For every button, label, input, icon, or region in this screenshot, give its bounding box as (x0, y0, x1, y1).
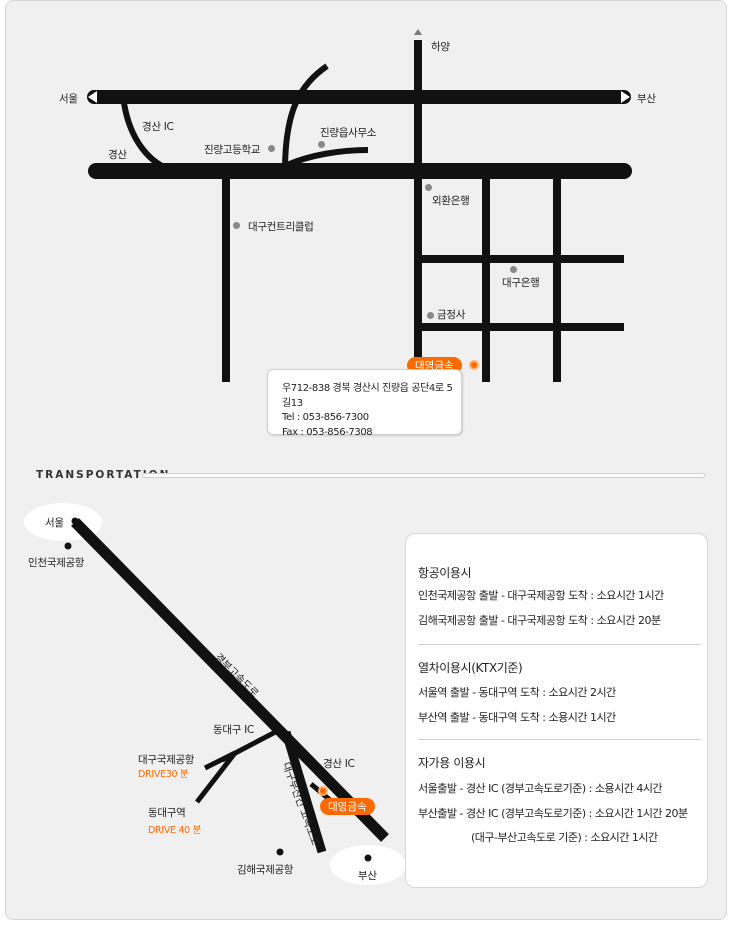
geumjeongsa-marker (427, 312, 434, 319)
curved-road-2 (285, 147, 369, 168)
incheon-dot (64, 542, 72, 550)
dongdaegu-station-label: 동대구역 (148, 807, 186, 819)
train-line-1: 서울역 출발 - 동대구역 도착 : 소요시간 2시간 (418, 686, 616, 699)
exchange-bank-marker (425, 184, 432, 191)
address-fax: Fax : 053-856-7308 (282, 426, 373, 438)
air-line-2: 김해국제공항 출발 - 대구국제공항 도착 : 소요시간 20분 (418, 614, 661, 627)
info-divider-1 (418, 644, 701, 645)
transportation-title: TRANSPORTATION (36, 469, 171, 481)
highway-left-arrow (88, 91, 97, 103)
address-tel: Tel : 053-856-7300 (282, 412, 369, 423)
north-arrow-icon (414, 29, 422, 35)
exchange-bank-label: 외환은행 (432, 195, 470, 207)
busan-dot (364, 854, 372, 862)
transport-busan-label: 부산 (358, 870, 377, 882)
transport-company-marker (318, 786, 328, 796)
gyeongsan-ic-label: 경산 IC (142, 121, 174, 133)
busan-ellipse (330, 845, 406, 885)
highway-right-arrow (621, 91, 630, 103)
dongdaegu-ic-label: 동대구 IC (213, 724, 254, 736)
address-line: 우712-838 경북 경산시 진량읍 공단4로 5길13 (282, 383, 453, 409)
gyeongsan-label: 경산 (108, 149, 127, 161)
dongdaegu-station-drive: DRIVE 40 분 (148, 825, 202, 836)
car-heading: 자가용 이용시 (418, 756, 486, 770)
company-badge-bottom[interactable]: 대영금속 (320, 798, 375, 815)
country-club-label: 대구컨트리클럽 (248, 221, 314, 233)
airport-link-road (203, 750, 237, 771)
car-line-2: 부산출발 - 경산 IC (경부고속도로기준) : 소요시간 1시간 20분 (418, 807, 688, 820)
jinryang-school-label: 진량고등학교 (204, 144, 261, 156)
jinryang-school-marker (268, 145, 275, 152)
air-line-1: 인천국제공항 출발 - 대구국제공항 도착 : 소요시간 1시간 (418, 589, 664, 602)
transport-gyeongsan-ic-label: 경산 IC (323, 758, 355, 770)
daegu-busan-expressway-road (281, 730, 327, 854)
jinryang-office-label: 진량읍사무소 (320, 127, 377, 139)
incheon-airport-label: 인천국제공항 (28, 557, 85, 569)
geumjeongsa-label: 금정사 (437, 309, 466, 321)
busan-label: 부산 (637, 93, 656, 105)
car-line-3: (대구-부산고속도로 기준) : 소요시간 1시간 (471, 831, 658, 844)
transport-seoul-label: 서울 (45, 517, 64, 529)
daegu-bank-marker (510, 266, 517, 273)
country-club-marker (233, 222, 240, 229)
seoul-label: 서울 (59, 93, 78, 105)
station-link-road (195, 751, 237, 804)
gimhae-dot (276, 848, 284, 856)
curved-road-1 (282, 63, 329, 172)
gyeongbu-expressway-road (71, 518, 389, 842)
train-heading: 열차이용시(KTX기준) (418, 661, 523, 675)
daegu-airport-drive: DRIVE30 분 (138, 769, 189, 780)
daegu-bank-label: 대구은행 (502, 277, 540, 289)
train-line-2: 부산역 출발 - 동대구역 도착 : 소용시간 1시간 (418, 711, 616, 724)
hayang-label: 하양 (431, 41, 450, 53)
transport-info-box: 항공이용시 인천국제공항 출발 - 대구국제공항 도착 : 소요시간 1시간 김… (405, 533, 708, 888)
address-box: 우712-838 경북 경산시 진량읍 공단4로 5길13 Tel : 053-… (267, 369, 462, 438)
gyeongsan-ic-ramp-1 (121, 102, 176, 174)
air-heading: 항공이용시 (418, 566, 472, 580)
seoul-dot (71, 517, 79, 525)
transportation-divider (142, 473, 705, 478)
gimhae-airport-label: 김해국제공항 (237, 864, 294, 876)
daegu-airport-label: 대구국제공항 (138, 754, 195, 766)
car-line-1: 서울출발 - 경산 IC (경부고속도로기준) : 소용시간 4시간 (418, 782, 663, 795)
jinryang-office-marker (318, 141, 325, 148)
company-location-marker (469, 360, 479, 370)
info-divider-2 (418, 739, 701, 740)
